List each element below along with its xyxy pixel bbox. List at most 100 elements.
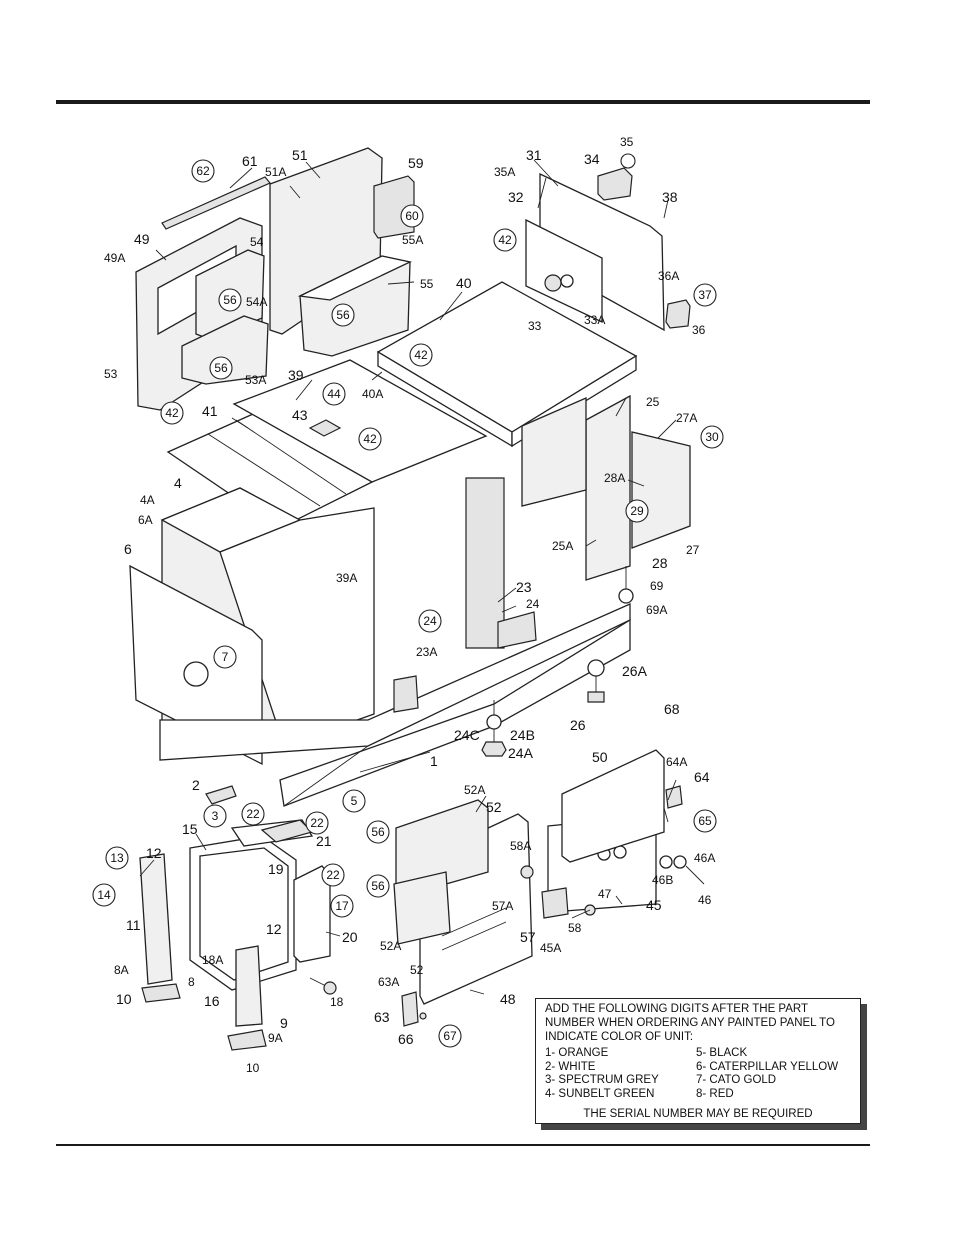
label-54a: 54A <box>246 295 267 309</box>
label-46b: 46B <box>652 873 673 887</box>
roof-panel-39 <box>232 359 488 483</box>
label-54: 54 <box>250 235 264 249</box>
label-18a: 18A <box>202 953 223 967</box>
label-25a: 25A <box>552 539 573 553</box>
svg-text:42: 42 <box>498 233 512 247</box>
callout-67: 67 <box>438 1024 462 1048</box>
serial-number-note: THE SERIAL NUMBER MAY BE REQUIRED <box>583 1108 813 1120</box>
door-31 <box>525 172 665 332</box>
callout-29: 29 <box>625 499 649 523</box>
label-25: 25 <box>646 395 660 409</box>
interior-block <box>521 397 587 507</box>
label-55a: 55A <box>402 233 423 247</box>
callout-7: 7 <box>213 645 237 669</box>
svg-text:30: 30 <box>705 430 719 444</box>
label-33: 33 <box>528 319 542 333</box>
knob-33 <box>544 274 562 292</box>
label-45a: 45A <box>540 941 561 955</box>
label-39a: 39A <box>336 571 357 585</box>
label-21: 21 <box>316 833 332 849</box>
washer-33a <box>560 274 574 288</box>
svg-text:17: 17 <box>335 899 349 913</box>
foot-24 <box>497 611 537 649</box>
label-24c: 24C <box>454 727 480 743</box>
label-18: 18 <box>330 995 344 1009</box>
svg-text:5: 5 <box>351 794 358 808</box>
label-24a: 24A <box>508 745 534 761</box>
note-heading: ADD THE FOLLOWING DIGITS AFTER THE PART … <box>545 1003 835 1043</box>
callout-65: 65 <box>693 809 717 833</box>
post-9 <box>235 945 263 1027</box>
color-item: 7- CATO GOLD <box>696 1074 777 1086</box>
panel-17-20 <box>293 865 331 963</box>
label-32: 32 <box>508 189 524 205</box>
label-4: 4 <box>174 475 182 491</box>
label-61: 61 <box>242 153 258 169</box>
callout-14: 14 <box>92 883 116 907</box>
label-1: 1 <box>430 753 438 769</box>
label-43: 43 <box>292 407 308 423</box>
label-12b: 12 <box>266 921 282 937</box>
callout-37: 37 <box>693 283 717 307</box>
callout-3: 3 <box>203 804 227 828</box>
bolt-assembly-26 <box>587 659 605 703</box>
callout-56: 56 <box>366 820 390 844</box>
bolt-assembly-24 <box>481 700 507 757</box>
label-50: 50 <box>592 749 608 765</box>
callout-17: 17 <box>330 894 354 918</box>
svg-text:67: 67 <box>443 1029 457 1043</box>
svg-text:56: 56 <box>336 308 350 322</box>
label-27: 27 <box>686 543 700 557</box>
label-51a: 51A <box>265 165 286 179</box>
svg-text:56: 56 <box>371 879 385 893</box>
label-10b: 10 <box>246 1061 260 1075</box>
label-34: 34 <box>584 151 600 167</box>
label-40a: 40A <box>362 387 383 401</box>
footer-rule <box>56 1144 870 1146</box>
color-code-note: ADD THE FOLLOWING DIGITS AFTER THE PART … <box>535 998 861 1124</box>
bolt-58 <box>571 904 596 919</box>
label-12: 12 <box>146 845 162 861</box>
door-50 <box>561 749 665 863</box>
box-53 <box>181 315 269 385</box>
label-24: 24 <box>526 597 540 611</box>
svg-text:56: 56 <box>371 825 385 839</box>
label-39: 39 <box>288 367 304 383</box>
color-item: 5- BLACK <box>696 1047 748 1059</box>
label-9: 9 <box>280 1015 288 1031</box>
leader-lines <box>139 159 677 995</box>
color-item: 1- ORANGE <box>545 1047 609 1059</box>
callout-62: 62 <box>191 159 215 183</box>
svg-text:56: 56 <box>214 361 228 375</box>
knob-58a <box>520 865 534 879</box>
color-item: 6- CATERPILLAR YELLOW <box>696 1060 839 1073</box>
color-item: 8- RED <box>696 1087 734 1100</box>
svg-text:42: 42 <box>414 348 428 362</box>
label-63: 63 <box>374 1009 390 1025</box>
label-15: 15 <box>182 821 198 837</box>
hinge-36 <box>665 299 691 329</box>
callout-42: 42 <box>160 401 184 425</box>
label-8: 8 <box>188 975 195 989</box>
box-52a <box>393 871 451 945</box>
label-33a: 33A <box>584 313 605 327</box>
bolt-46 <box>659 855 705 885</box>
svg-text:13: 13 <box>110 851 124 865</box>
callout-42: 42 <box>409 343 433 367</box>
label-55: 55 <box>420 277 434 291</box>
callout-56: 56 <box>218 288 242 312</box>
foot-10b <box>227 1029 267 1051</box>
callout-56: 56 <box>331 303 355 327</box>
svg-text:3: 3 <box>212 809 219 823</box>
label-53: 53 <box>104 367 118 381</box>
label-52a-lower: 52A <box>380 939 401 953</box>
callout-42: 42 <box>358 427 382 451</box>
label-52: 52 <box>486 799 502 815</box>
label-41: 41 <box>202 403 218 419</box>
svg-text:44: 44 <box>327 387 341 401</box>
panel-25 <box>585 394 631 581</box>
housing-15-16 <box>189 819 314 991</box>
label-68: 68 <box>664 701 680 717</box>
side-panel-6 <box>129 564 263 766</box>
label-38: 38 <box>662 189 678 205</box>
